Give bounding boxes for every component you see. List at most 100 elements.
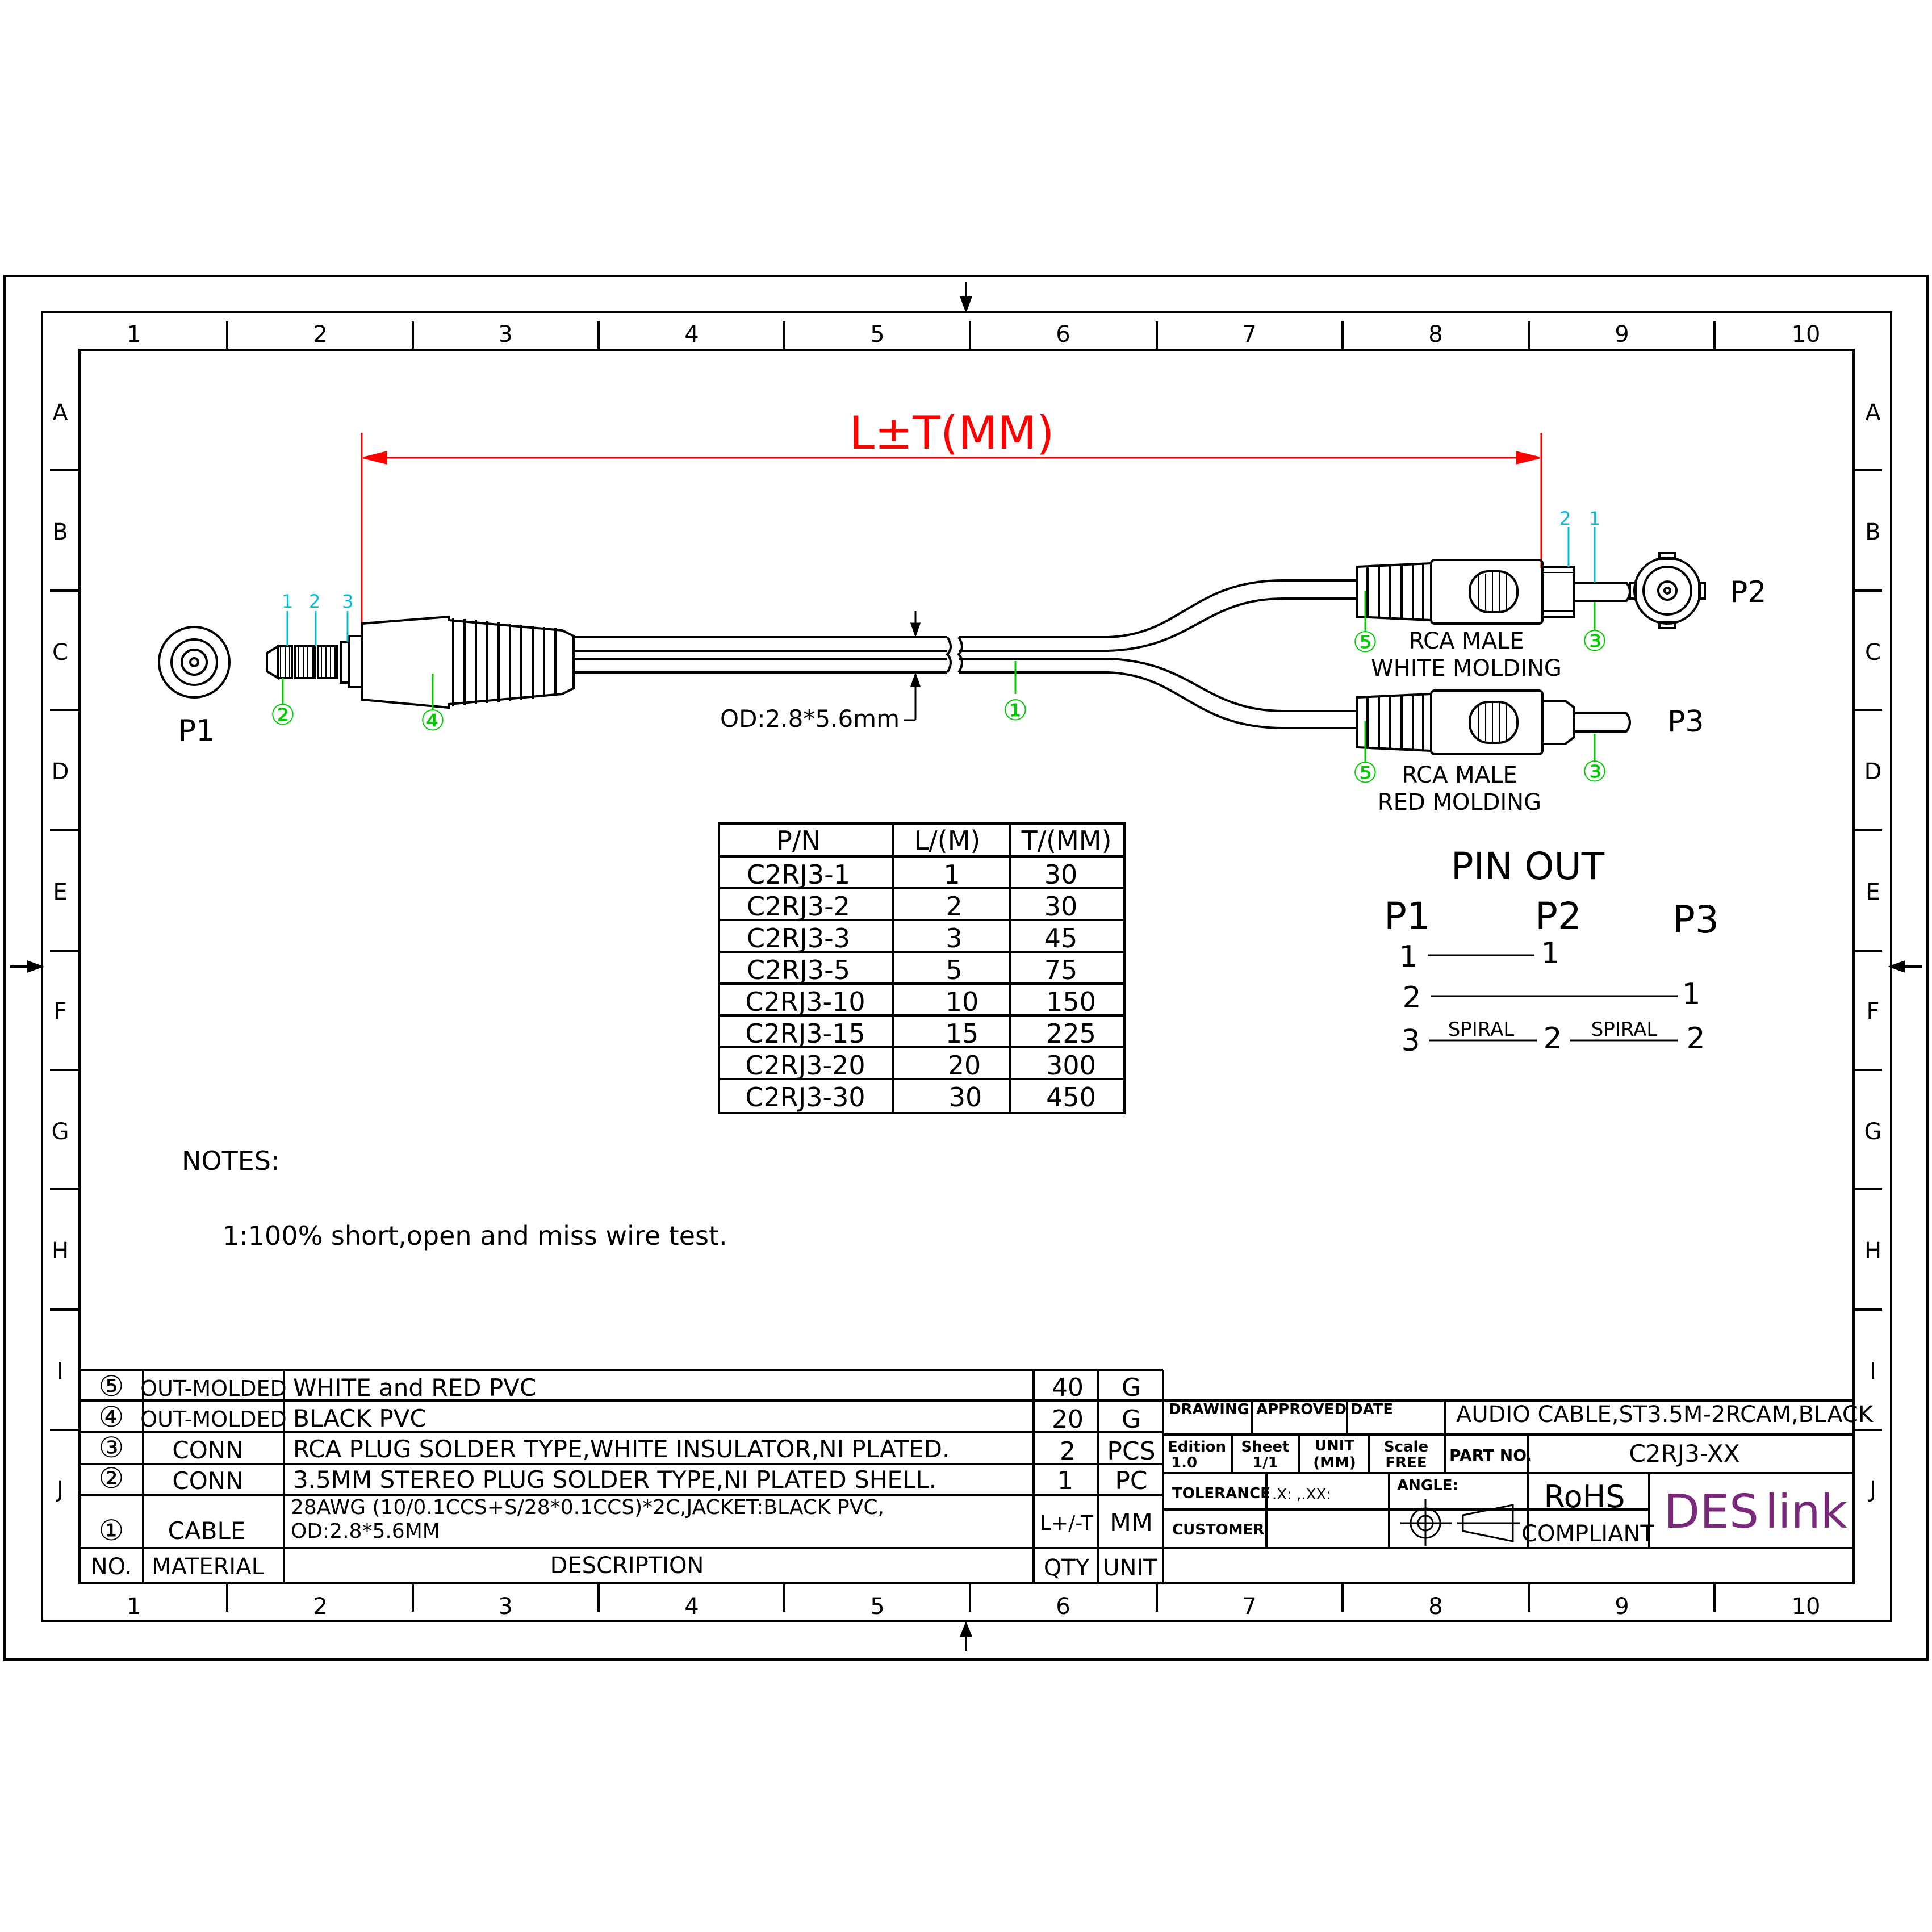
plug-pin-leaders <box>286 611 349 646</box>
bom-no: ④ <box>99 1400 124 1433</box>
col-label: 10 <box>1792 321 1821 348</box>
bom-description: 3.5MM STEREO PLUG SOLDER TYPE,NI PLATED … <box>293 1466 936 1494</box>
part-no-label: PART NO. <box>1449 1446 1532 1465</box>
pinout-p3-2: 2 <box>1686 1022 1705 1056</box>
bom-unit: G <box>1122 1373 1141 1402</box>
table-cell: 30 <box>1044 859 1078 890</box>
pinout-p2-1: 1 <box>1541 936 1559 971</box>
bom-material: OUT-MOLDED <box>140 1407 287 1432</box>
title-block-grid <box>1163 1400 1854 1549</box>
row-label: F <box>1866 998 1879 1024</box>
bom-unit: G <box>1122 1405 1141 1434</box>
callout-leaders <box>282 591 1596 762</box>
bom-description-2: OD:2.8*5.6MM <box>291 1520 440 1543</box>
col-label: 2 <box>313 1594 327 1620</box>
bom-material: OUT-MOLDED <box>140 1376 287 1401</box>
row-label: F <box>53 998 66 1024</box>
red-plug-line1: RCA MALE <box>1402 762 1517 788</box>
callout-5-red: ⑤ <box>1353 756 1378 789</box>
col-label: 1 <box>127 1594 141 1620</box>
od-label: OD:2.8*5.6mm <box>720 705 900 733</box>
bom-qty: 1 <box>1057 1466 1073 1495</box>
p2-label: P2 <box>1730 575 1766 609</box>
row-label: C <box>1865 639 1881 666</box>
center-marks <box>10 282 1922 1651</box>
bom-description: 28AWG (10/0.1CCS+S/28*0.1CCS)*2C,JACKET:… <box>291 1496 884 1519</box>
col-label: 6 <box>1056 321 1070 348</box>
row-label: D <box>52 759 69 785</box>
pin-number-label: 2 <box>1559 508 1571 529</box>
bom-qty: 20 <box>1052 1405 1084 1434</box>
table-cell: 225 <box>1046 1018 1096 1049</box>
pinout: PIN OUT P1 P2 P3 1 1 2 1 3 2 2 SPIRAL SP… <box>1384 844 1719 1058</box>
table-header: L/(M) <box>914 825 981 856</box>
angle-label: ANGLE: <box>1397 1477 1458 1494</box>
plug-pin-labels: 1 2 3 <box>282 591 353 612</box>
col-label: 9 <box>1615 1594 1629 1620</box>
bom-unit: MM <box>1110 1508 1153 1537</box>
table-cell: 15 <box>946 1018 979 1049</box>
table-cell: 10 <box>946 986 979 1017</box>
scale-label: Scale <box>1384 1438 1428 1456</box>
bom-qty: L+/-T <box>1040 1512 1094 1535</box>
length-table: P/N L/(M) T/(MM) C2RJ3-1 1 30 C2RJ3-2 2 … <box>718 822 1126 1114</box>
table-cell: 30 <box>949 1082 982 1113</box>
bom-description: WHITE and RED PVC <box>293 1374 536 1402</box>
notes-title: NOTES: <box>182 1145 279 1176</box>
table-cell: C2RJ3-20 <box>745 1050 865 1081</box>
bom-qty: 40 <box>1052 1373 1084 1402</box>
col-label: 6 <box>1056 1594 1070 1620</box>
bom-header-material: MATERIAL <box>152 1554 264 1580</box>
length-dimension <box>361 433 1542 641</box>
unit-value: (MM) <box>1313 1454 1356 1471</box>
col-label: 4 <box>684 1594 699 1620</box>
bom-description: RCA PLUG SOLDER TYPE,WHITE INSULATOR,NI … <box>293 1435 950 1463</box>
red-plug-line2: RED MOLDING <box>1378 789 1541 816</box>
spiral-label: SPIRAL <box>1448 1018 1515 1041</box>
title-approved-label: APPROVED <box>1256 1401 1346 1418</box>
table-cell: C2RJ3-15 <box>745 1018 865 1049</box>
callout-4: ④ <box>420 704 446 737</box>
row-label: B <box>52 519 68 545</box>
row-labels-right: A B C D E F G H I J <box>1864 400 1882 1503</box>
bom-header-qty: QTY <box>1044 1555 1090 1581</box>
pin-number-label: 1 <box>282 591 293 612</box>
table-cell: 5 <box>946 955 962 985</box>
table-header: P/N <box>776 825 821 856</box>
pinout-p1-3: 3 <box>1401 1024 1420 1058</box>
p2-face-view <box>1629 552 1706 629</box>
table-cell: C2RJ3-5 <box>747 955 850 985</box>
rca-white-plug <box>1356 559 1631 625</box>
edition-value: 1.0 <box>1171 1454 1197 1471</box>
pin-number-label: 2 <box>309 591 320 612</box>
table-cell: C2RJ3-10 <box>745 986 865 1017</box>
rca-pin-labels: 2 1 <box>1559 508 1600 529</box>
bom-no: ② <box>99 1462 124 1495</box>
col-label: 7 <box>1242 321 1256 348</box>
col-label: 10 <box>1792 1594 1821 1620</box>
sheet-value: 1/1 <box>1252 1454 1278 1471</box>
length-table-grid <box>718 822 1126 1114</box>
pinout-header-p1: P1 <box>1384 894 1431 938</box>
rohs-line1: RoHS <box>1544 1479 1625 1515</box>
cable-body <box>574 579 1357 729</box>
p1-face-view <box>158 626 231 699</box>
callout-3-white: ③ <box>1582 625 1608 658</box>
title-drawing-label: DRAWING <box>1169 1401 1249 1418</box>
col-label: 1 <box>127 321 141 348</box>
stereo-plug <box>266 615 575 709</box>
table-cell: 2 <box>946 891 962 922</box>
row-label: E <box>53 879 67 905</box>
row-label: G <box>1864 1119 1882 1145</box>
edition-label: Edition <box>1168 1438 1226 1456</box>
column-labels-top: 1 2 3 4 5 6 7 8 9 10 <box>127 321 1820 348</box>
p1-label: P1 <box>178 714 215 748</box>
row-label: J <box>1868 1477 1876 1503</box>
pinout-p1-2: 2 <box>1402 981 1421 1015</box>
table-header: T/(MM) <box>1021 825 1112 856</box>
pinout-header-p2: P2 <box>1535 894 1582 938</box>
row-label: I <box>57 1358 64 1385</box>
table-cell: 20 <box>948 1050 981 1081</box>
dimension-label: L±T(MM) <box>850 407 1055 459</box>
white-plug-line2: WHITE MOLDING <box>1371 655 1562 681</box>
